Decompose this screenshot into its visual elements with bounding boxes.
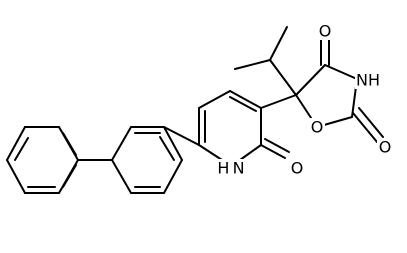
pyridone-ring [198,90,297,161]
atom-o-pyridone: O [291,159,304,178]
aryl-linker-bond [163,126,200,146]
naphthalene-group [6,126,183,194]
atom-labels: O NH O O O H N [217,22,393,178]
isopropyl-group [234,26,297,96]
atom-nh-pyridone: H N [217,159,244,178]
atom-o-top: O [319,22,332,41]
atom-o-ring: O [311,118,324,137]
atom-o-right: O [379,138,392,157]
atom-nh-imide: NH [356,71,380,90]
